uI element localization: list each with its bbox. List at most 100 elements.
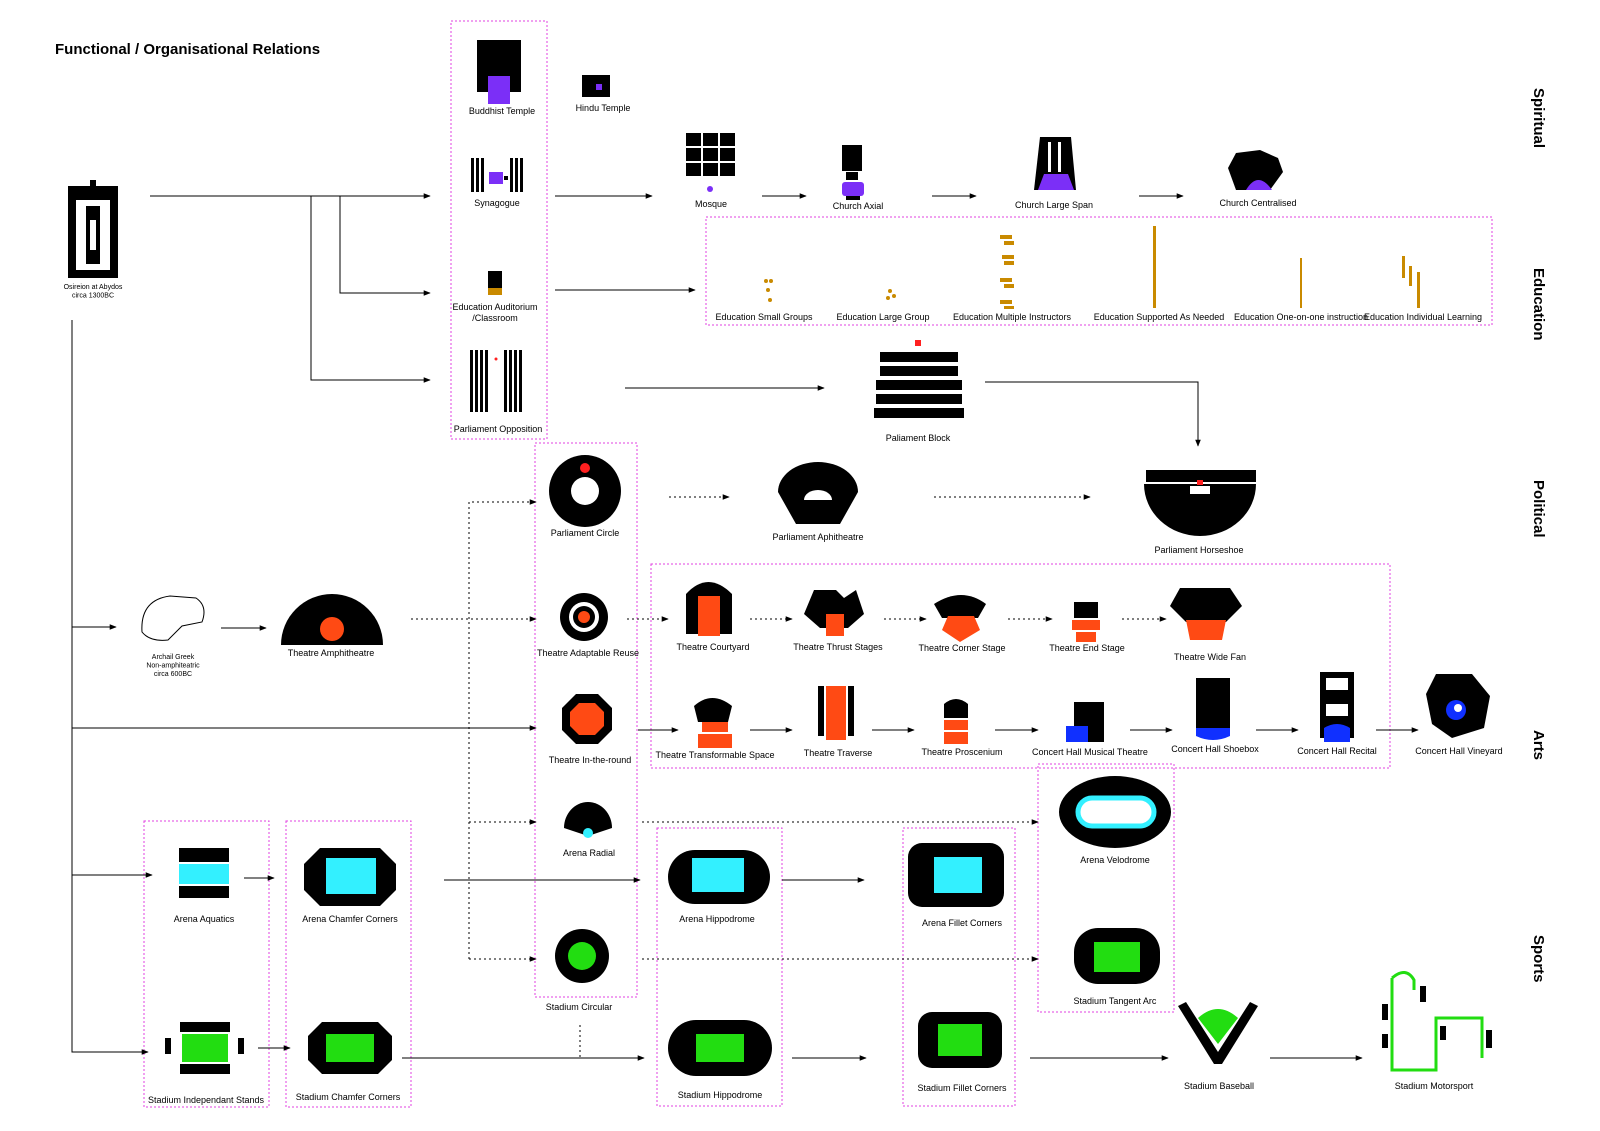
label-education-large-group: Education Large Group [836,312,929,322]
concert-shoebox-icon [1196,678,1230,740]
arena-fillet-icon [908,843,1004,907]
parliament-horseshoe-icon [1144,470,1256,536]
node-concert-musical: Concert Hall Musical Theatre [1032,702,1148,757]
label-theatre-traverse: Theatre Traverse [804,748,873,758]
node-stadium-tangent: Stadium Tangent Arc [1074,928,1160,1006]
education-labels: Education Small Groups Education Large G… [715,312,1482,322]
theatre-traverse-icon [818,686,854,740]
concert-recital-icon [1320,672,1354,742]
theatre-end-icon [1072,602,1100,642]
label-education-supported: Education Supported As Needed [1094,312,1225,322]
label-stadium-tangent: Stadium Tangent Arc [1074,996,1157,1006]
node-arena-fillet: Arena Fillet Corners [908,843,1004,928]
stadium-baseball-icon [1178,1002,1258,1064]
label-stadium-fillet: Stadium Fillet Corners [917,1083,1007,1093]
label-arena-radial: Arena Radial [563,848,615,858]
label-stadium-hippodrome: Stadium Hippodrome [678,1090,763,1100]
node-parliament-amphitheatre: Parliament Aphitheatre [772,462,864,542]
label-education-individual: Education Individual Learning [1364,312,1482,322]
stadium-chamfer-icon [308,1022,392,1074]
node-stadium-fillet: Stadium Fillet Corners [917,1012,1007,1093]
parliament-block-icon [874,340,964,418]
label-arena-aquatics: Arena Aquatics [174,914,235,924]
arena-aquatics-icon [179,848,229,898]
label-concert-shoebox: Concert Hall Shoebox [1171,744,1259,754]
label-theatre-courtyard: Theatre Courtyard [676,642,749,652]
group-box-velodrome [1037,763,1175,1013]
label-church-large-span: Church Large Span [1015,200,1093,210]
category-arts: Arts [1530,730,1547,760]
node-stadium-circular: Stadium Circular [546,929,613,1012]
theatre-adaptable-icon [560,593,608,641]
category-labels: Spiritual Education Political Arts Sport… [1530,88,1547,983]
label-concert-musical: Concert Hall Musical Theatre [1032,747,1148,757]
node-theatre-traverse: Theatre Traverse [804,686,873,758]
node-arena-radial: Arena Radial [563,802,615,858]
stadium-fillet-icon [918,1012,1002,1068]
label-education-small-groups: Education Small Groups [715,312,813,322]
stadium-circular-icon [555,929,609,983]
education-individual-icon [1402,256,1420,308]
node-stadium-independent: Stadium Independant Stands [148,1022,265,1105]
stadium-hippodrome-icon [668,1020,772,1076]
arena-chamfer-icon [304,848,396,906]
theatre-thrust-icon [804,590,864,636]
label-stadium-circular: Stadium Circular [546,1002,613,1012]
group-box-fillet [902,827,1016,1107]
label-parliament-circle: Parliament Circle [551,528,620,538]
node-theatre-transformable: Theatre Transformable Space [655,698,775,760]
label-theatre-adaptable: Theatre Adaptable Reuse [537,648,639,658]
node-parliament-opposition: Parliament Opposition [454,350,542,434]
church-axial-icon [842,145,864,200]
label-parliament-block: Paliament Block [886,433,951,443]
node-church-large-span: Church Large Span [1015,137,1093,210]
education-multiple-instructors-icon [1000,235,1014,309]
label-arena-hippodrome: Arena Hippodrome [679,914,755,924]
label-education-one-on-one: Education One-on-one instruction [1234,312,1368,322]
node-concert-shoebox: Concert Hall Shoebox [1171,678,1259,754]
node-arena-velodrome: Arena Velodrome [1059,776,1171,865]
stadium-independent-icon [165,1022,244,1074]
node-concert-recital: Concert Hall Recital [1297,672,1377,756]
group-box-education [705,216,1493,326]
diagram-title: Functional / Organisational Relations [55,41,320,58]
education-icons [764,226,1420,309]
label-concert-vineyard: Concert Hall Vineyard [1415,746,1502,756]
label-hindu-temple: Hindu Temple [576,103,631,113]
theatre-transformable-icon [694,698,732,748]
node-church-centralised: Church Centralised [1219,150,1297,208]
church-centralised-icon [1228,150,1283,190]
mosque-icon [686,133,735,192]
label-education-multiple-instructors: Education Multiple Instructors [953,312,1072,322]
node-hindu-temple: Hindu Temple [576,75,631,113]
node-theatre-proscenium: Theatre Proscenium [921,699,1003,757]
label-arena-fillet: Arena Fillet Corners [922,918,1003,928]
label-theatre-amphitheatre: Theatre Amphitheatre [288,648,375,658]
theatre-courtyard-icon [686,582,732,636]
label-stadium-independent: Stadium Independant Stands [148,1095,265,1105]
node-stadium-motorsport: Stadium Motorsport [1382,971,1492,1091]
node-concert-vineyard: Concert Hall Vineyard [1415,674,1503,756]
category-spiritual: Spiritual [1530,88,1547,148]
group-box-chamfer [285,820,412,1108]
label-buddhist-temple: Buddhist Temple [469,106,535,116]
label-arena-velodrome: Arena Velodrome [1080,855,1150,865]
arena-velodrome-icon [1059,776,1171,848]
concert-musical-icon [1066,702,1104,742]
node-theatre-end: Theatre End Stage [1049,602,1125,653]
label-parliament-amphitheatre: Parliament Aphitheatre [772,532,863,542]
arena-hippodrome-icon [668,850,770,904]
group-box-hippodrome [656,827,783,1107]
category-sports: Sports [1530,935,1547,983]
node-synagogue: Synagogue [471,158,523,208]
node-theatre-corner: Theatre Corner Stage [918,595,1006,653]
stadium-motorsport-icon [1382,971,1492,1072]
label-stadium-chamfer: Stadium Chamfer Corners [296,1092,401,1102]
node-buddhist-temple: Buddhist Temple [469,40,535,116]
group-boxes [143,20,1493,1108]
label-education-auditorium: Education Auditorium/Classroom [452,302,537,323]
